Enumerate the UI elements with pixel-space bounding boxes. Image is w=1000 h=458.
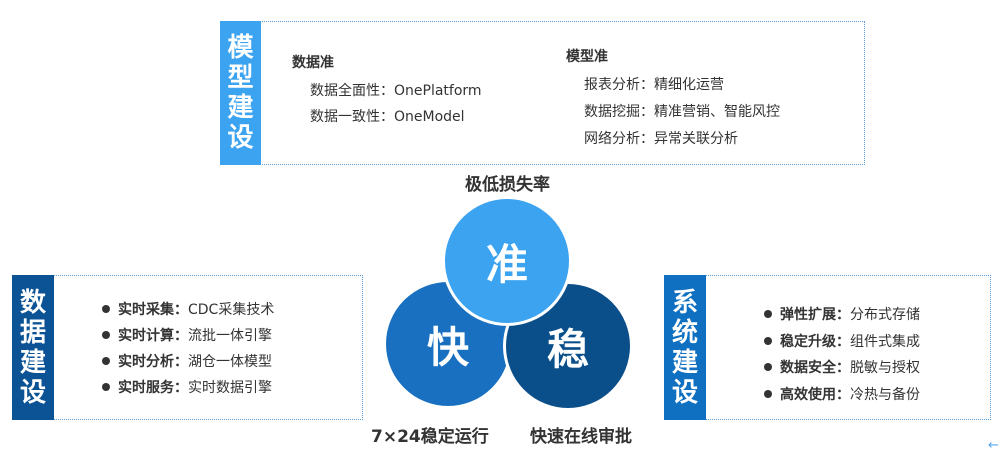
data-accuracy-item: 数据全面性：OnePlatform: [310, 83, 482, 99]
list-item: 数据安全：脱敏与授权: [764, 357, 920, 377]
bullet-icon: [102, 383, 110, 391]
tab-char: 设: [19, 377, 46, 408]
bullet-icon: [764, 337, 772, 345]
item-value: 分布式存储: [850, 307, 920, 323]
list-item: 高效使用：冷热与备份: [764, 384, 920, 404]
uptime-label: 7×24稳定运行: [371, 427, 489, 447]
model-accuracy-item: 网络分析：异常关联分析: [584, 131, 738, 147]
back-arrow-icon[interactable]: ←: [988, 438, 999, 453]
list-item: 弹性扩展：分布式存储: [764, 304, 920, 324]
bullet-icon: [764, 390, 772, 398]
tab-char: 设: [671, 377, 698, 408]
bullet-icon: [102, 357, 110, 365]
list-item: 稳定升级：组件式集成: [764, 331, 920, 351]
tab-char: 型: [227, 63, 254, 93]
item-value: 冷热与备份: [850, 387, 920, 403]
model-accuracy-item: 报表分析：精细化运营: [584, 77, 724, 93]
item-key: 实时采集：: [118, 302, 188, 318]
system-build-tab: 系统建设: [664, 275, 706, 420]
fast-approval-label: 快速在线审批: [530, 427, 632, 447]
data-accuracy-title: 数据准: [292, 55, 334, 71]
item-value: 实时数据引擎: [188, 380, 272, 396]
fast-circle: 快: [383, 279, 513, 409]
tab-char: 建: [19, 347, 46, 378]
list-item: 实时采集：CDC采集技术: [102, 299, 274, 319]
list-item: 实时计算：流批一体引擎: [102, 325, 272, 345]
bullet-icon: [764, 310, 772, 318]
item-value: 组件式集成: [850, 334, 920, 350]
model-accuracy-item: 数据挖掘：精准营销、智能风控: [584, 104, 780, 120]
tab-char: 据: [19, 317, 46, 348]
item-key: 弹性扩展：: [780, 307, 850, 323]
model-build-tab: 模型建设: [220, 21, 261, 165]
data-accuracy-item: 数据一致性：OneModel: [310, 109, 465, 125]
tab-char: 数: [19, 287, 46, 318]
item-value: 湖仓一体模型: [188, 354, 272, 370]
model-accuracy-title: 模型准: [566, 49, 608, 65]
item-value: 脱敏与授权: [850, 360, 920, 376]
bullet-icon: [102, 305, 110, 313]
tab-char: 模: [227, 33, 254, 63]
list-item: 实时分析：湖仓一体模型: [102, 351, 272, 371]
accurate-circle: 准: [442, 196, 572, 326]
item-key: 数据安全：: [780, 360, 850, 376]
data-build-panel: [12, 275, 363, 420]
low-loss-label: 极低损失率: [465, 175, 550, 195]
item-key: 实时计算：: [118, 328, 188, 344]
tab-char: 设: [227, 123, 254, 153]
bullet-icon: [764, 363, 772, 371]
tab-char: 建: [671, 347, 698, 378]
data-build-tab: 数据建设: [12, 275, 54, 420]
list-item: 实时服务：实时数据引擎: [102, 377, 272, 397]
item-key: 稳定升级：: [780, 334, 850, 350]
item-key: 高效使用：: [780, 387, 850, 403]
tab-char: 系: [671, 287, 698, 318]
tab-char: 建: [227, 93, 254, 123]
item-key: 实时分析：: [118, 354, 188, 370]
tab-char: 统: [671, 317, 698, 348]
bullet-icon: [102, 331, 110, 339]
system-build-panel: [664, 275, 991, 420]
item-value: 流批一体引擎: [188, 328, 272, 344]
item-value: CDC采集技术: [188, 302, 275, 318]
model-build-panel: [220, 21, 865, 165]
item-key: 实时服务：: [118, 380, 188, 396]
